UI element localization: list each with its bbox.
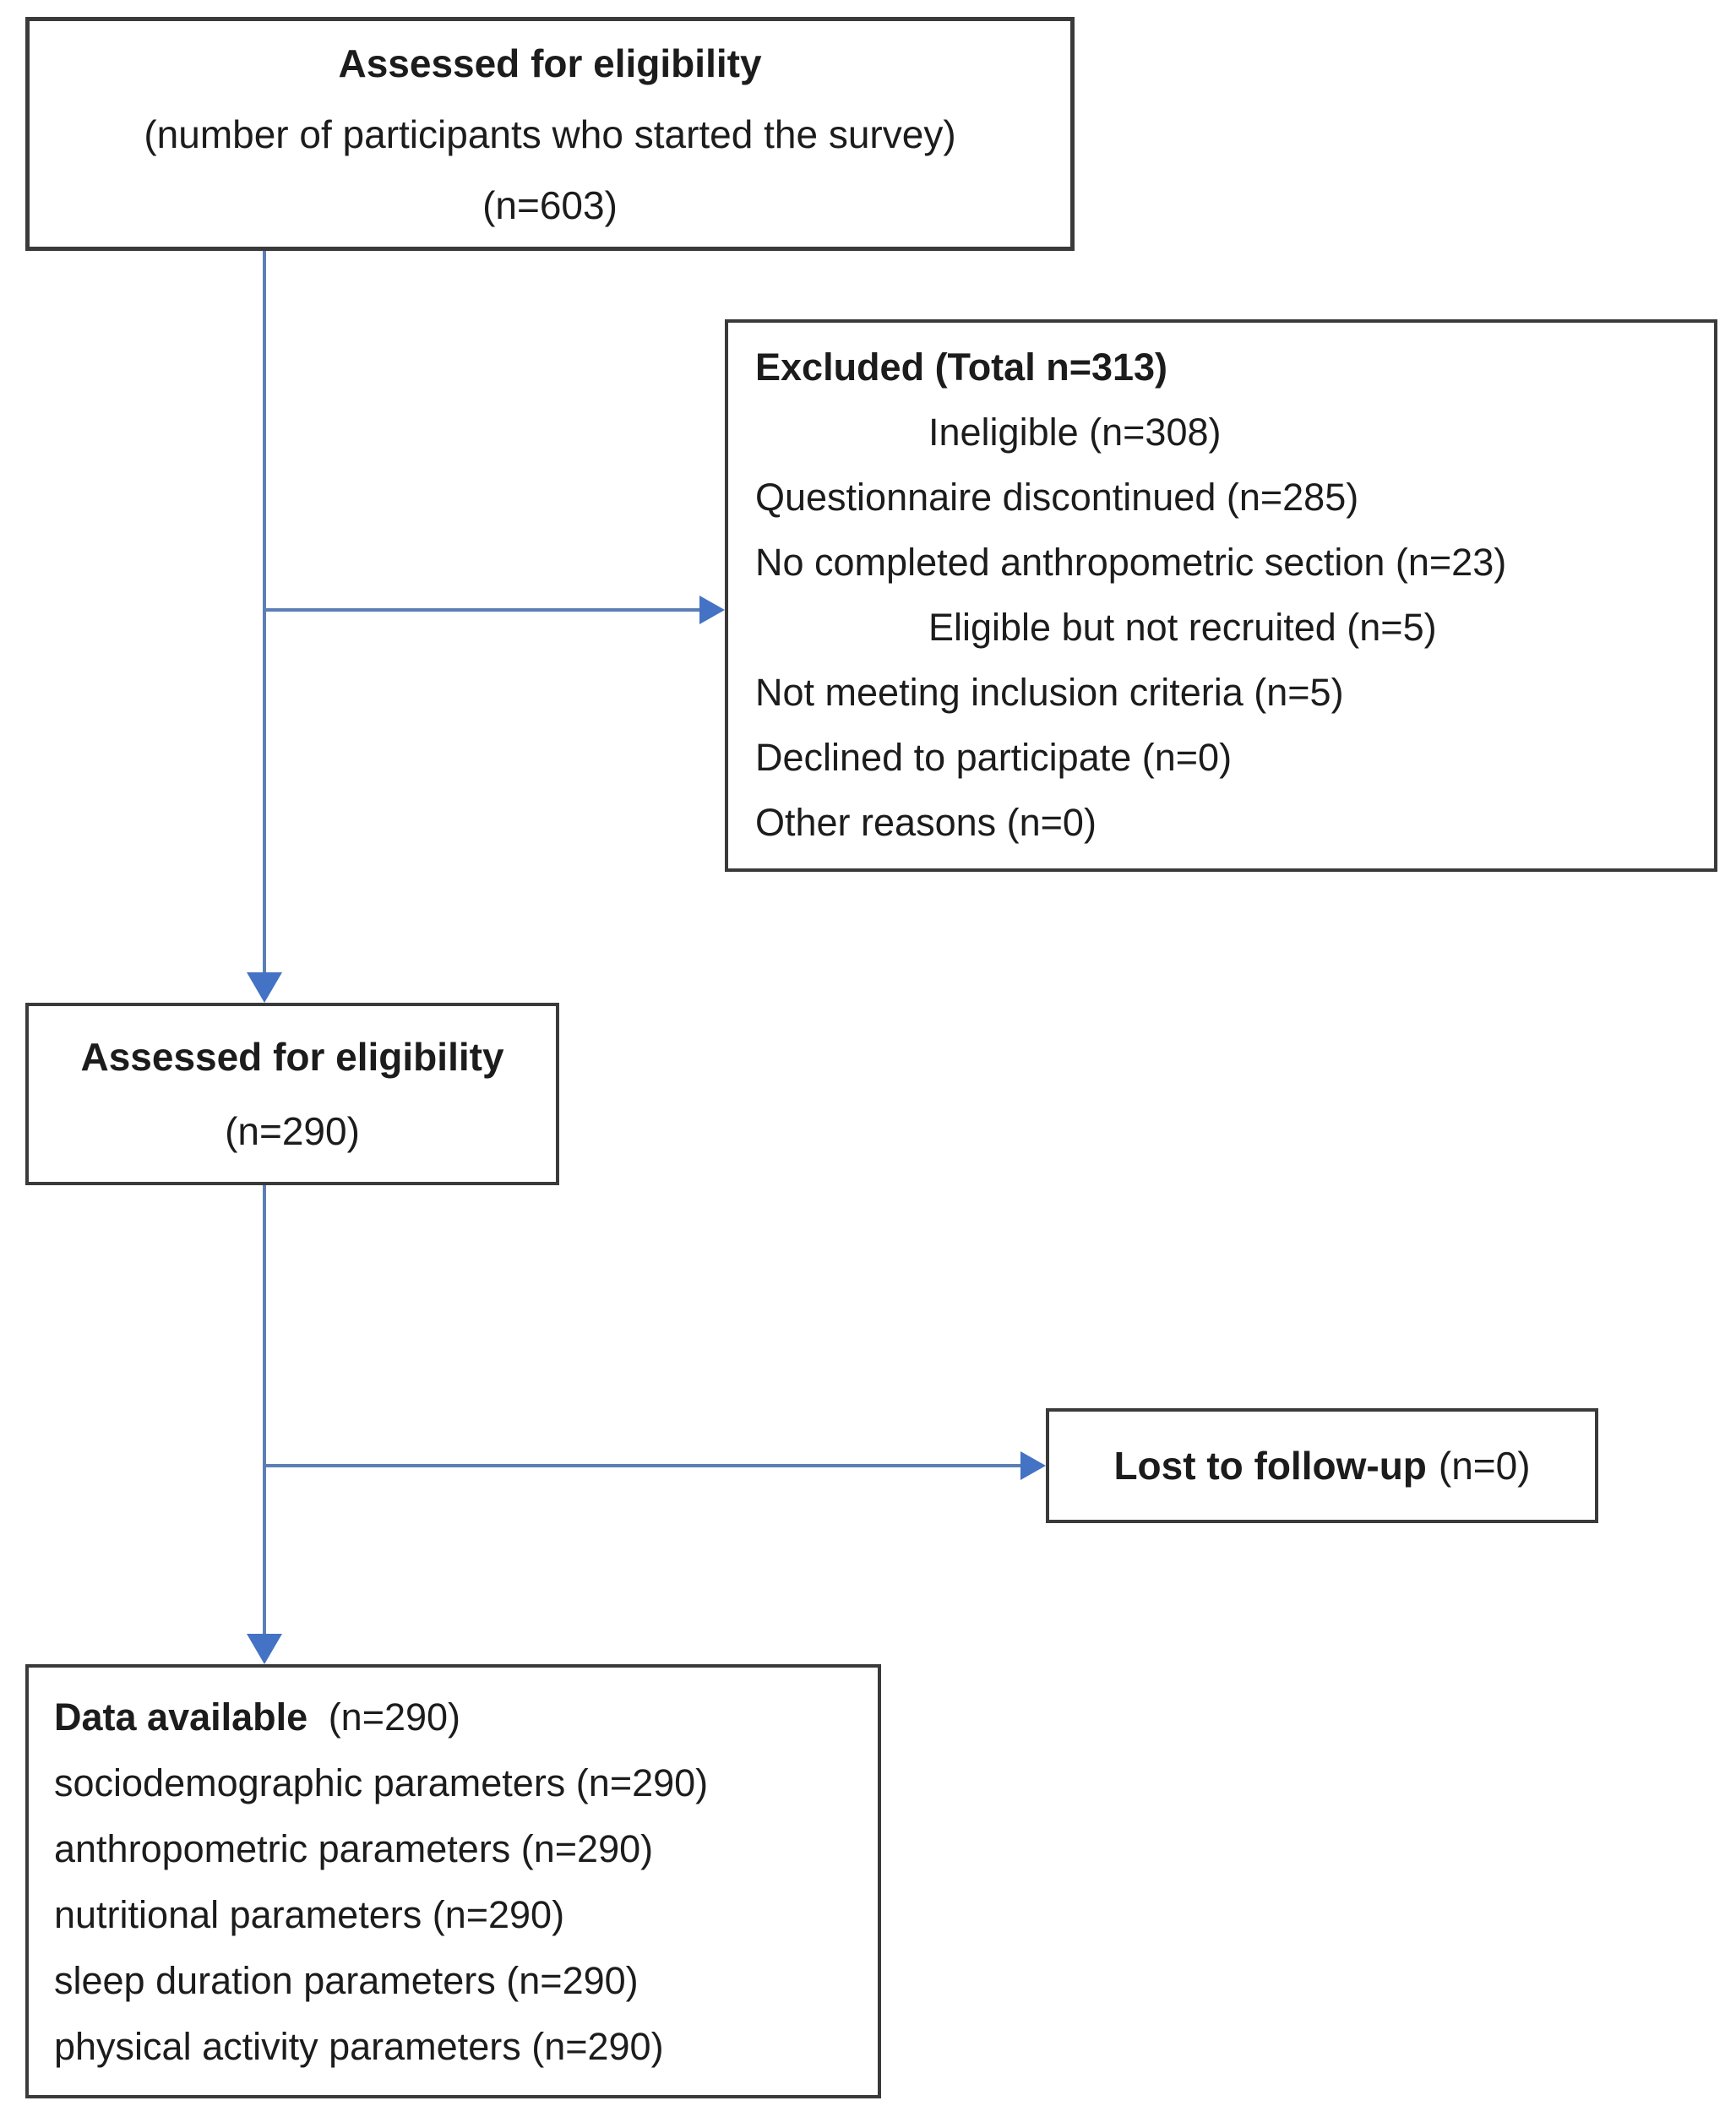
connector-vertical-bottom — [263, 1185, 266, 1635]
box-excluded-line: Questionnaire discontinued (n=285) — [755, 476, 1359, 519]
box-data-available-item: physical activity parameters (n=290) — [54, 2025, 664, 2068]
arrowhead-right-excluded-icon — [699, 596, 725, 624]
box-assessed-initial-title: Assessed for eligibility — [338, 41, 762, 85]
box-excluded-line: Other reasons (n=0) — [755, 801, 1097, 844]
box-data-available-item: anthropometric parameters (n=290) — [54, 1827, 654, 1870]
box-data-available: Data available (n=290) sociodemographic … — [25, 1664, 881, 2098]
box-data-available-title-row: Data available (n=290) — [54, 1684, 869, 1750]
box-assessed-eligible-title: Assessed for eligibility — [80, 1035, 504, 1079]
box-data-available-title: Data available — [54, 1695, 308, 1739]
box-lost-followup: Lost to follow-up (n=0) — [1046, 1408, 1598, 1523]
box-excluded-line: Not meeting inclusion criteria (n=5) — [755, 671, 1344, 714]
box-excluded-title: Excluded (Total n=313) — [755, 346, 1168, 389]
box-assessed-eligible-count: (n=290) — [225, 1109, 360, 1153]
connector-vertical-top — [263, 251, 266, 974]
box-assessed-initial-count: (n=603) — [482, 182, 618, 227]
box-assessed-initial-subtitle: (number of participants who started the … — [144, 112, 956, 156]
arrowhead-down-bottom-icon — [247, 1634, 282, 1664]
box-data-available-title-count: (n=290) — [328, 1695, 461, 1739]
arrowhead-down-top-icon — [247, 972, 282, 1003]
connector-branch-lost-followup — [264, 1464, 1020, 1467]
box-excluded: Excluded (Total n=313) Ineligible (n=308… — [725, 319, 1717, 872]
connector-branch-excluded — [264, 608, 701, 612]
box-assessed-initial: Assessed for eligibility (number of part… — [25, 17, 1075, 251]
box-excluded-line: No completed anthropometric section (n=2… — [755, 541, 1507, 584]
box-excluded-line: Declined to participate (n=0) — [755, 736, 1233, 779]
box-lost-followup-label: Lost to follow-up — [1113, 1444, 1427, 1488]
box-excluded-line: Eligible but not recruited (n=5) — [928, 606, 1437, 649]
box-lost-followup-count: (n=0) — [1438, 1444, 1531, 1488]
box-data-available-item: sociodemographic parameters (n=290) — [54, 1761, 709, 1804]
arrowhead-right-lost-followup-icon — [1020, 1451, 1046, 1480]
box-data-available-item: sleep duration parameters (n=290) — [54, 1959, 639, 2002]
box-assessed-eligible: Assessed for eligibility (n=290) — [25, 1003, 559, 1185]
box-excluded-line: Ineligible (n=308) — [928, 411, 1222, 454]
box-data-available-item: nutritional parameters (n=290) — [54, 1893, 565, 1936]
